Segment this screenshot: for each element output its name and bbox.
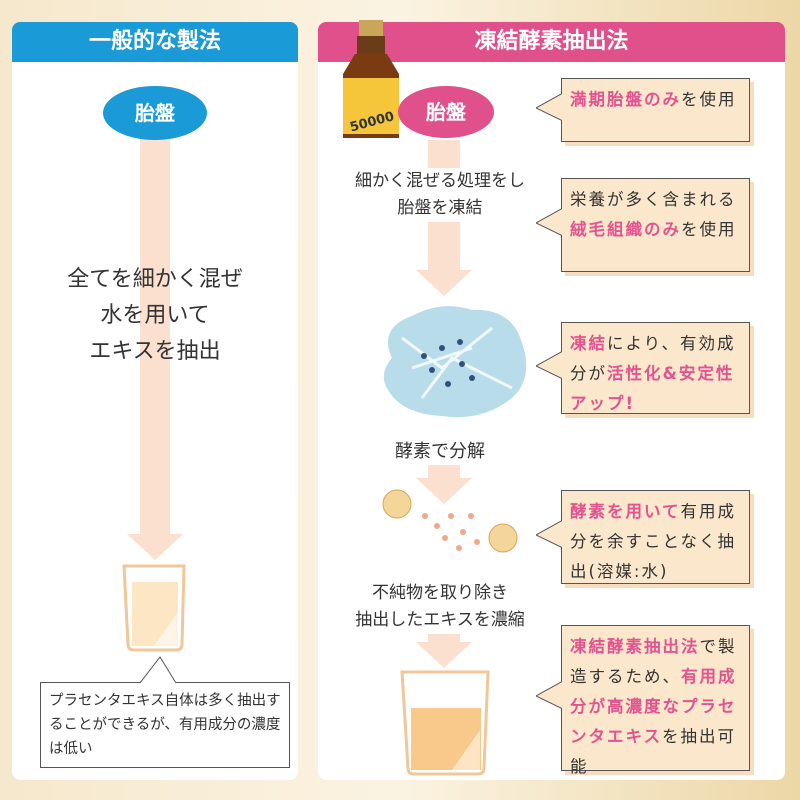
callout-box: 凍結酵素抽出法で製造するため、有用成分が高濃度なプラセンタエキスを抽出可能: [536, 625, 750, 776]
highlight-text: 絨毛組織のみ: [570, 220, 681, 239]
step-enzyme: 酵素で分解: [360, 438, 520, 465]
highlight-text: 満期胎盤のみ: [570, 90, 681, 109]
freeze-enzyme-title: 凍結酵素抽出法: [318, 22, 785, 62]
step-line: 不純物を取り除き: [372, 583, 508, 603]
callout-pointer: [536, 681, 562, 710]
step-line: 抽出したエキスを濃縮: [355, 610, 525, 630]
step-line: 細かく混ぜる処理をし: [355, 171, 525, 191]
callout-pointer: [536, 208, 562, 237]
callout-box: 酵素を用いて有用成分を余すことなく抽出(溶媒:水): [536, 490, 750, 584]
enzyme-characters-image: [382, 489, 518, 553]
callout-box: 凍結により、有効成分が活性化&安定性アップ!: [536, 322, 750, 414]
highlight-text: 凍結: [570, 334, 607, 353]
process-line: 水を用いて: [100, 303, 210, 328]
callout-text: 栄養が多く含まれる: [570, 190, 737, 209]
highlight-text: 酵素を用いて: [570, 502, 681, 521]
placenta-badge: 胎盤: [398, 86, 494, 138]
callout-text: を抽出可能: [570, 727, 737, 776]
standard-note-text: プラセンタエキス自体は多く抽出することができるが、有用成分の濃度は低い: [49, 693, 281, 757]
beaker-icon: [400, 670, 490, 776]
highlight-text: 凍結酵素抽出法: [570, 637, 700, 656]
arrow-head: [416, 478, 472, 504]
flow-arrow: [428, 632, 460, 644]
flow-arrow: [140, 135, 170, 535]
standard-process-text: 全てを細かく混ぜ 水を用いて エキスを抽出: [20, 262, 290, 370]
callout-text: を使用: [681, 220, 737, 239]
arrow-head: [416, 270, 472, 296]
step-line: 胎盤を凍結: [397, 198, 483, 218]
flow-arrow: [428, 465, 460, 480]
callout-pointer: [536, 93, 562, 122]
step-concentrate: 不純物を取り除き 抽出したエキスを濃縮: [325, 580, 555, 634]
highlight-text: 活性化&安定性アップ!: [570, 364, 735, 413]
callout-pointer: [536, 351, 562, 380]
callout-pointer: [536, 520, 562, 549]
callout-box: 満期胎盤のみを使用: [536, 78, 750, 142]
callout-box: 栄養が多く含まれる絨毛組織のみを使用: [536, 178, 750, 272]
process-line: エキスを抽出: [89, 339, 221, 364]
standard-method-title: 一般的な製法: [12, 22, 298, 62]
process-line: 全てを細かく混ぜ: [67, 267, 243, 292]
step-freeze: 細かく混ぜる処理をし 胎盤を凍結: [325, 168, 555, 222]
note-pointer: [140, 656, 177, 684]
frozen-placenta-image: [383, 306, 527, 418]
callout-text: により、有効成分が: [570, 334, 736, 383]
placenta-badge: 胎盤: [103, 86, 207, 140]
beaker-icon: [122, 564, 186, 652]
callout-text: を使用: [681, 90, 737, 109]
callout-text: 有用成分を余すことなく抽出(溶媒:水): [570, 502, 737, 581]
arrow-head: [127, 534, 183, 560]
highlight-text: 有用成分が高濃度なプラセンタエキス: [570, 667, 737, 746]
callout-text: で製造するため、: [570, 637, 737, 686]
supplement-bottle-image: 50000: [343, 20, 399, 138]
arrow-head: [416, 642, 472, 668]
standard-note-box: プラセンタエキス自体は多く抽出することができるが、有用成分の濃度は低い: [40, 682, 290, 768]
